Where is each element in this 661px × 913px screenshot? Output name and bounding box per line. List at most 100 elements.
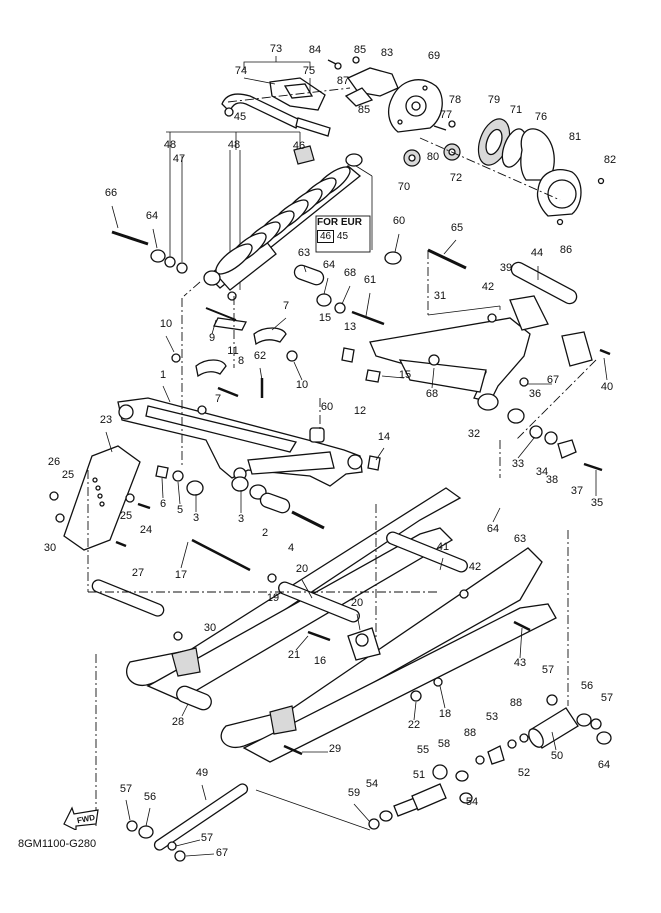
region-ref-box: 46 (317, 230, 335, 243)
callout-29: 29 (329, 743, 341, 755)
region-note: FOR EUR 46 45 (317, 217, 369, 251)
callout-18: 18 (439, 708, 451, 720)
callout-56: 56 (581, 680, 593, 692)
callout-21: 21 (288, 649, 300, 661)
pivot-hardware (155, 465, 325, 572)
callout-38: 38 (546, 474, 558, 486)
callout-28: 28 (172, 716, 184, 728)
callout-25: 25 (120, 510, 132, 522)
callout-58: 58 (438, 738, 450, 750)
callout-7: 7 (215, 393, 221, 405)
callout-88: 88 (464, 727, 476, 739)
callout-62: 62 (254, 350, 266, 362)
shock-absorber (166, 131, 373, 301)
callout-25: 25 (62, 469, 74, 481)
callout-68: 68 (344, 267, 356, 279)
front-arm-assembly (117, 296, 381, 487)
callout-69: 69 (428, 50, 440, 62)
callout-2: 2 (262, 527, 268, 539)
callout-37: 37 (571, 485, 583, 497)
forward-arrow-icon: FWD (63, 806, 99, 830)
callout-14: 14 (378, 431, 390, 443)
callout-19: 19 (267, 592, 279, 604)
callout-88: 88 (510, 697, 522, 709)
callout-72: 72 (450, 172, 462, 184)
leader-lines (105, 205, 608, 857)
callout-78: 78 (449, 94, 461, 106)
callout-6: 6 (160, 498, 166, 510)
coil-spring (215, 166, 351, 275)
region-ref-suffix: 45 (336, 231, 349, 242)
callout-30: 30 (204, 622, 216, 634)
rear-axle-assembly (126, 694, 612, 862)
callout-57: 57 (542, 664, 554, 676)
callout-68: 68 (426, 388, 438, 400)
link-plate (49, 445, 151, 551)
region-label: FOR EUR (317, 217, 362, 228)
callout-49: 49 (196, 767, 208, 779)
drive-gear-cluster (327, 56, 605, 226)
callout-12: 12 (354, 405, 366, 417)
callout-3: 3 (238, 513, 244, 525)
callout-5: 5 (177, 504, 183, 516)
callout-54: 54 (366, 778, 378, 790)
callout-26: 26 (48, 456, 60, 468)
region-ref: 46 (320, 231, 332, 242)
callout-85: 85 (354, 44, 366, 56)
callout-3: 3 (193, 512, 199, 524)
callout-56: 56 (144, 791, 156, 803)
callout-74: 74 (235, 65, 247, 77)
callout-48: 48 (164, 139, 176, 151)
callout-11: 11 (227, 345, 238, 357)
callout-15: 15 (399, 369, 411, 381)
shock-hardware (111, 230, 467, 326)
callout-87: 87 (337, 75, 349, 87)
callout-35: 35 (591, 497, 603, 509)
callout-20: 20 (296, 563, 308, 575)
callout-55: 55 (417, 744, 429, 756)
callout-53: 53 (486, 711, 498, 723)
shock-bracket-assembly (221, 56, 351, 137)
callout-75: 75 (303, 65, 315, 77)
callout-60: 60 (321, 401, 333, 413)
callout-47: 47 (173, 153, 185, 165)
callout-60: 60 (393, 215, 405, 227)
callout-80: 80 (427, 151, 439, 163)
callout-84: 84 (309, 44, 321, 56)
rear-swing-arm (341, 250, 611, 478)
callout-64: 64 (487, 523, 499, 535)
callout-22: 22 (408, 719, 420, 731)
slide-rail-frame (87, 470, 569, 826)
callout-27: 27 (132, 567, 144, 579)
callout-46: 46 (293, 140, 305, 152)
callout-20: 20 (351, 597, 363, 609)
callout-70: 70 (398, 181, 410, 193)
callout-67: 67 (216, 847, 228, 859)
callout-31: 31 (434, 290, 446, 302)
callout-32: 32 (468, 428, 480, 440)
callout-36: 36 (529, 388, 541, 400)
callout-64: 64 (323, 259, 335, 271)
callout-42: 42 (482, 281, 494, 293)
callout-42: 42 (469, 561, 481, 573)
callout-51: 51 (413, 769, 425, 781)
callout-81: 81 (569, 131, 581, 143)
diagram-code: 8GM1100-G280 (18, 838, 97, 850)
callout-1: 1 (160, 369, 166, 381)
callout-10: 10 (160, 318, 172, 330)
callout-83: 83 (381, 47, 393, 59)
callout-85: 85 (358, 104, 370, 116)
callout-41: 41 (437, 541, 449, 553)
callout-82: 82 (604, 154, 616, 166)
callout-61: 61 (364, 274, 376, 286)
callout-4: 4 (288, 542, 294, 554)
callout-7: 7 (283, 300, 289, 312)
callout-57: 57 (201, 832, 213, 844)
callout-71: 71 (510, 104, 522, 116)
callout-64: 64 (146, 210, 158, 222)
callout-30: 30 (44, 542, 56, 554)
callout-54: 54 (466, 796, 478, 808)
callout-34: 34 (536, 466, 548, 478)
